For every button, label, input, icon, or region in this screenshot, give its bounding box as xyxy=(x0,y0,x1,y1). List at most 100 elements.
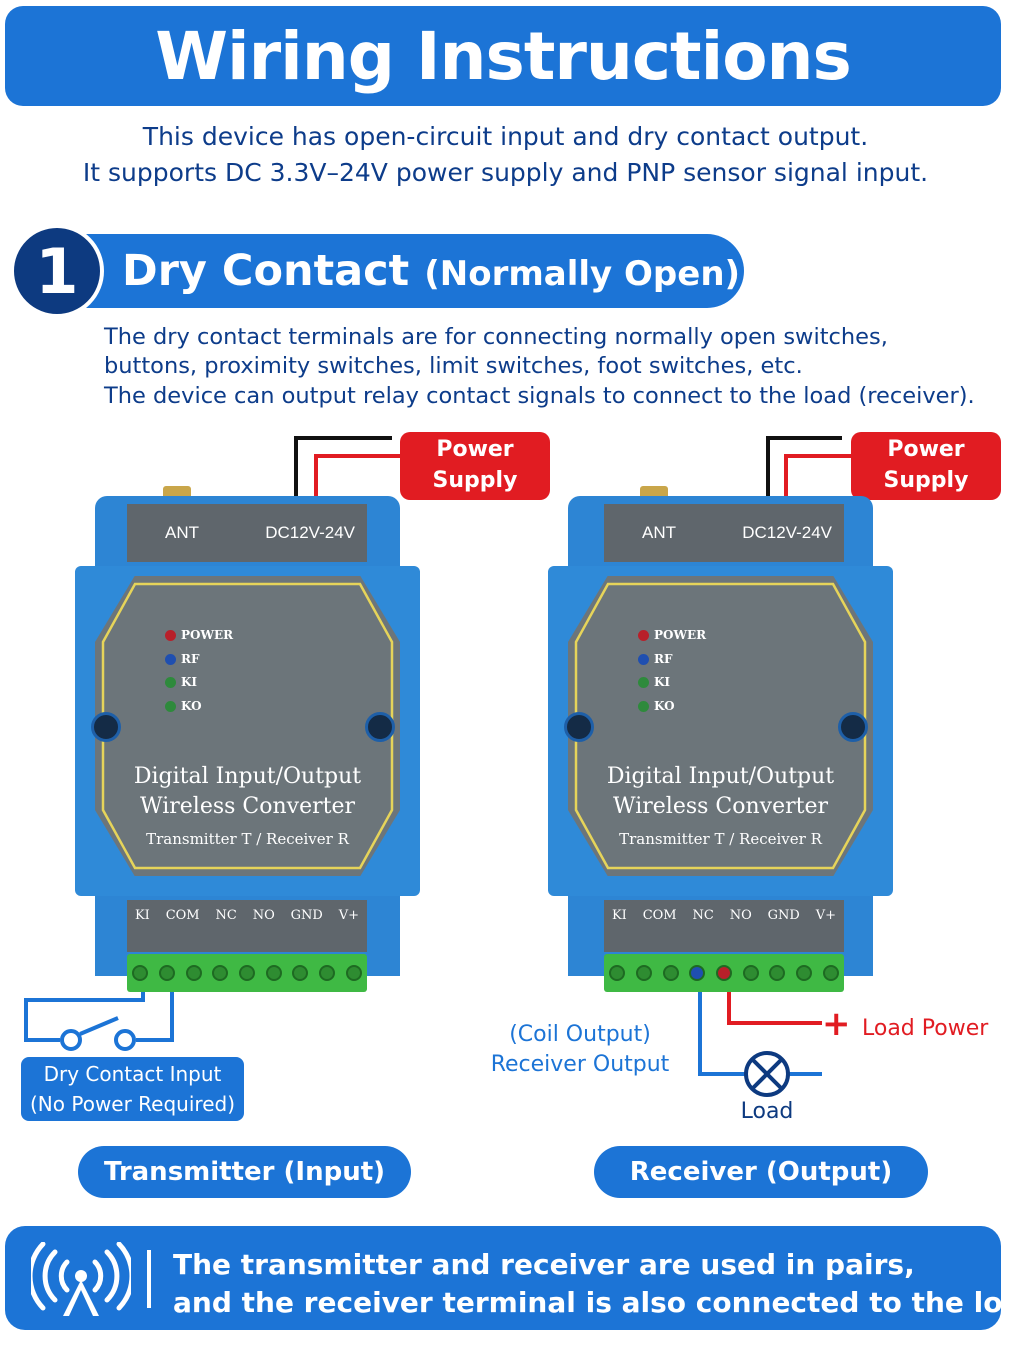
section-subtitle: (Normally Open) xyxy=(424,254,741,294)
power-supply-line2: DC12V–24V xyxy=(404,499,546,524)
led-power: POWER xyxy=(165,624,233,648)
load-lamp-cross-2 xyxy=(750,1057,784,1091)
terminal-screw xyxy=(318,965,335,981)
terminal-screw xyxy=(609,965,626,981)
terminal-vplus: V+ xyxy=(815,908,837,923)
led-ki: KI xyxy=(165,671,233,695)
terminal-no: NO xyxy=(252,908,275,923)
terminal-screw xyxy=(238,965,255,981)
led-ki-label: KI xyxy=(181,675,198,689)
power-wire-positive-left xyxy=(314,454,402,498)
transmitter-device: ANT DC12V-24V POWER RF KI KO Digital Inp… xyxy=(75,486,420,992)
description-line-1: The dry contact terminals are for connec… xyxy=(104,324,888,350)
dry-contact-line1: Dry Contact Input xyxy=(43,1062,222,1086)
intro-line-2: It supports DC 3.3V–24V power supply and… xyxy=(82,158,929,187)
led-ko-light xyxy=(165,700,176,712)
section-title-main: Dry Contact xyxy=(122,246,410,296)
led-ko-label: KO xyxy=(654,698,675,713)
terminal-screw xyxy=(158,965,175,981)
terminal-nc: NC xyxy=(692,908,714,923)
terminal-screw xyxy=(795,965,812,981)
intro-line-1: This device has open-circuit input and d… xyxy=(142,122,869,151)
led-indicators: POWER RF KI KO xyxy=(165,624,233,718)
power-supply-line2: DC12V–24V xyxy=(855,499,997,524)
led-ko: KO xyxy=(165,695,233,719)
terminal-screw xyxy=(662,965,679,981)
device-name-line3: Transmitter T / Receiver R xyxy=(146,830,349,848)
led-ki-label: KI xyxy=(654,675,671,689)
mounting-screw-left xyxy=(564,712,594,742)
terminal-screw xyxy=(132,965,149,981)
terminal-screw xyxy=(292,965,309,981)
terminal-screw xyxy=(635,965,652,981)
power-supply-label-right: Power Supply DC12V–24V xyxy=(851,432,1001,524)
device-faceplate xyxy=(568,576,873,876)
led-rf-label: RF xyxy=(654,651,673,666)
terminal-labels: KI COM NC NO GND V+ xyxy=(604,908,844,923)
terminal-screw xyxy=(212,965,229,981)
device-faceplate xyxy=(95,576,400,876)
description-line-3: The device can output relay contact sign… xyxy=(104,383,975,409)
device-name-line2: Wireless Converter xyxy=(612,794,828,819)
terminal-vplus: V+ xyxy=(338,908,360,923)
terminal-block xyxy=(604,954,844,992)
terminal-screw-com-active xyxy=(689,965,706,981)
power-wire-positive-right xyxy=(784,454,852,498)
terminal-ki: KI xyxy=(611,908,627,923)
led-power-light xyxy=(638,630,649,641)
mounting-screw-right xyxy=(365,712,395,742)
terminal-screw xyxy=(185,965,202,981)
terminal-nc: NC xyxy=(215,908,237,923)
power-supply-line1: Power Supply xyxy=(883,437,969,493)
led-ko-label: KO xyxy=(181,698,202,713)
terminal-screw xyxy=(822,965,839,981)
terminal-label-strip: KI COM NC NO GND V+ xyxy=(604,900,844,952)
led-rf: RF xyxy=(638,648,706,672)
device-name-line2: Wireless Converter xyxy=(139,794,355,819)
terminal-gnd: GND xyxy=(767,908,800,923)
terminal-screw xyxy=(769,965,786,981)
switch-lever xyxy=(79,1016,119,1036)
led-power: POWER xyxy=(638,624,706,648)
switch-contact-right xyxy=(114,1029,136,1051)
page-title: Wiring Instructions xyxy=(155,17,852,95)
footer-message: The transmitter and receiver are used in… xyxy=(173,1246,1011,1322)
switch-contact-left xyxy=(60,1029,82,1051)
footer-banner: The transmitter and receiver are used in… xyxy=(5,1226,1011,1330)
led-power-label: POWER xyxy=(654,628,707,642)
load-label: Load xyxy=(740,1099,794,1124)
terminal-screw-no-active xyxy=(715,965,732,981)
plus-sign: + xyxy=(822,1004,851,1044)
power-wire-negative-right xyxy=(766,436,842,498)
dry-contact-line2: (No Power Required) xyxy=(30,1092,235,1116)
faceplate-border xyxy=(574,582,867,870)
led-rf: RF xyxy=(165,648,233,672)
power-supply-line1: Power Supply xyxy=(432,437,518,493)
switch-wire-com xyxy=(136,975,174,1042)
footer-divider xyxy=(147,1250,151,1308)
led-rf-label: RF xyxy=(181,651,200,666)
terminal-label-strip: KI COM NC NO GND V+ xyxy=(127,900,367,952)
terminal-block xyxy=(127,954,367,992)
led-rf-light xyxy=(638,653,649,665)
led-ki-light xyxy=(638,677,649,688)
ant-label: ANT xyxy=(165,523,199,542)
terminal-com: COM xyxy=(165,908,200,923)
dry-contact-input-label: Dry Contact Input (No Power Required) xyxy=(21,1057,244,1121)
faceplate-border xyxy=(101,582,394,870)
output-wire-com xyxy=(698,975,745,1076)
power-wire-negative-left xyxy=(294,436,392,498)
receiver-output-label: Receiver Output xyxy=(490,1052,670,1077)
receiver-role-label: Receiver (Output) xyxy=(594,1146,928,1198)
led-ki: KI xyxy=(638,671,706,695)
device-name-line1: Digital Input/Output xyxy=(606,764,835,789)
terminal-screw xyxy=(742,965,759,981)
led-power-label: POWER xyxy=(181,628,234,642)
terminal-screw xyxy=(345,965,362,981)
receiver-device: ANT DC12V-24V POWER RF KI KO Digital Inp… xyxy=(548,486,893,992)
transmitter-role-label: Transmitter (Input) xyxy=(78,1146,411,1198)
led-indicators: POWER RF KI KO xyxy=(638,624,706,718)
section-number: 1 xyxy=(10,224,104,318)
terminal-ki: KI xyxy=(134,908,150,923)
